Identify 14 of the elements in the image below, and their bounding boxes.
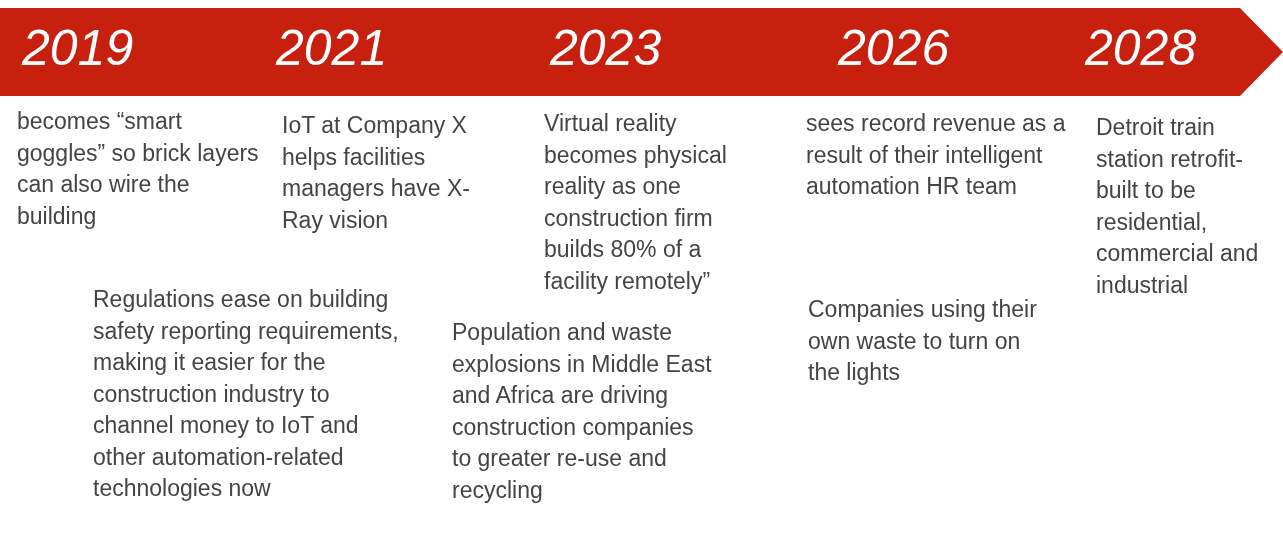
timeline-note: sees record revenue as a result of their intelligent automation HR team [806,109,1067,201]
timeline-note: Population and waste explosions in Middle East and Africa are driving construction companies to greater re-use and recycling [452,318,713,505]
timeline-note: Virtual reality becomes physical reality as one construction firm builds 80% of a facility remotely” [544,109,728,296]
year-label: 2023 [550,19,662,78]
timeline-note: IoT at Company X helps facilities managers have X-Ray vision [282,111,471,235]
timeline-note: Regulations ease on building safety reporting requirements, making it easier for the construction industry to channel money to IoT and other automation-related technologies now [93,285,400,503]
year-label: 2028 [1085,19,1197,78]
year-label: 2021 [276,19,388,78]
timeline-note: Companies using their own waste to turn on the lights [808,295,1038,387]
timeline-note: Detroit train station retrofit-built to be residential, commercial and industrial [1096,113,1260,300]
timeline-arrow-band [0,8,1283,96]
year-label: 2026 [838,19,950,78]
year-label: 2019 [22,19,134,78]
timeline-note: becomes “smart goggles” so brick layers can also wire the building [17,107,260,231]
